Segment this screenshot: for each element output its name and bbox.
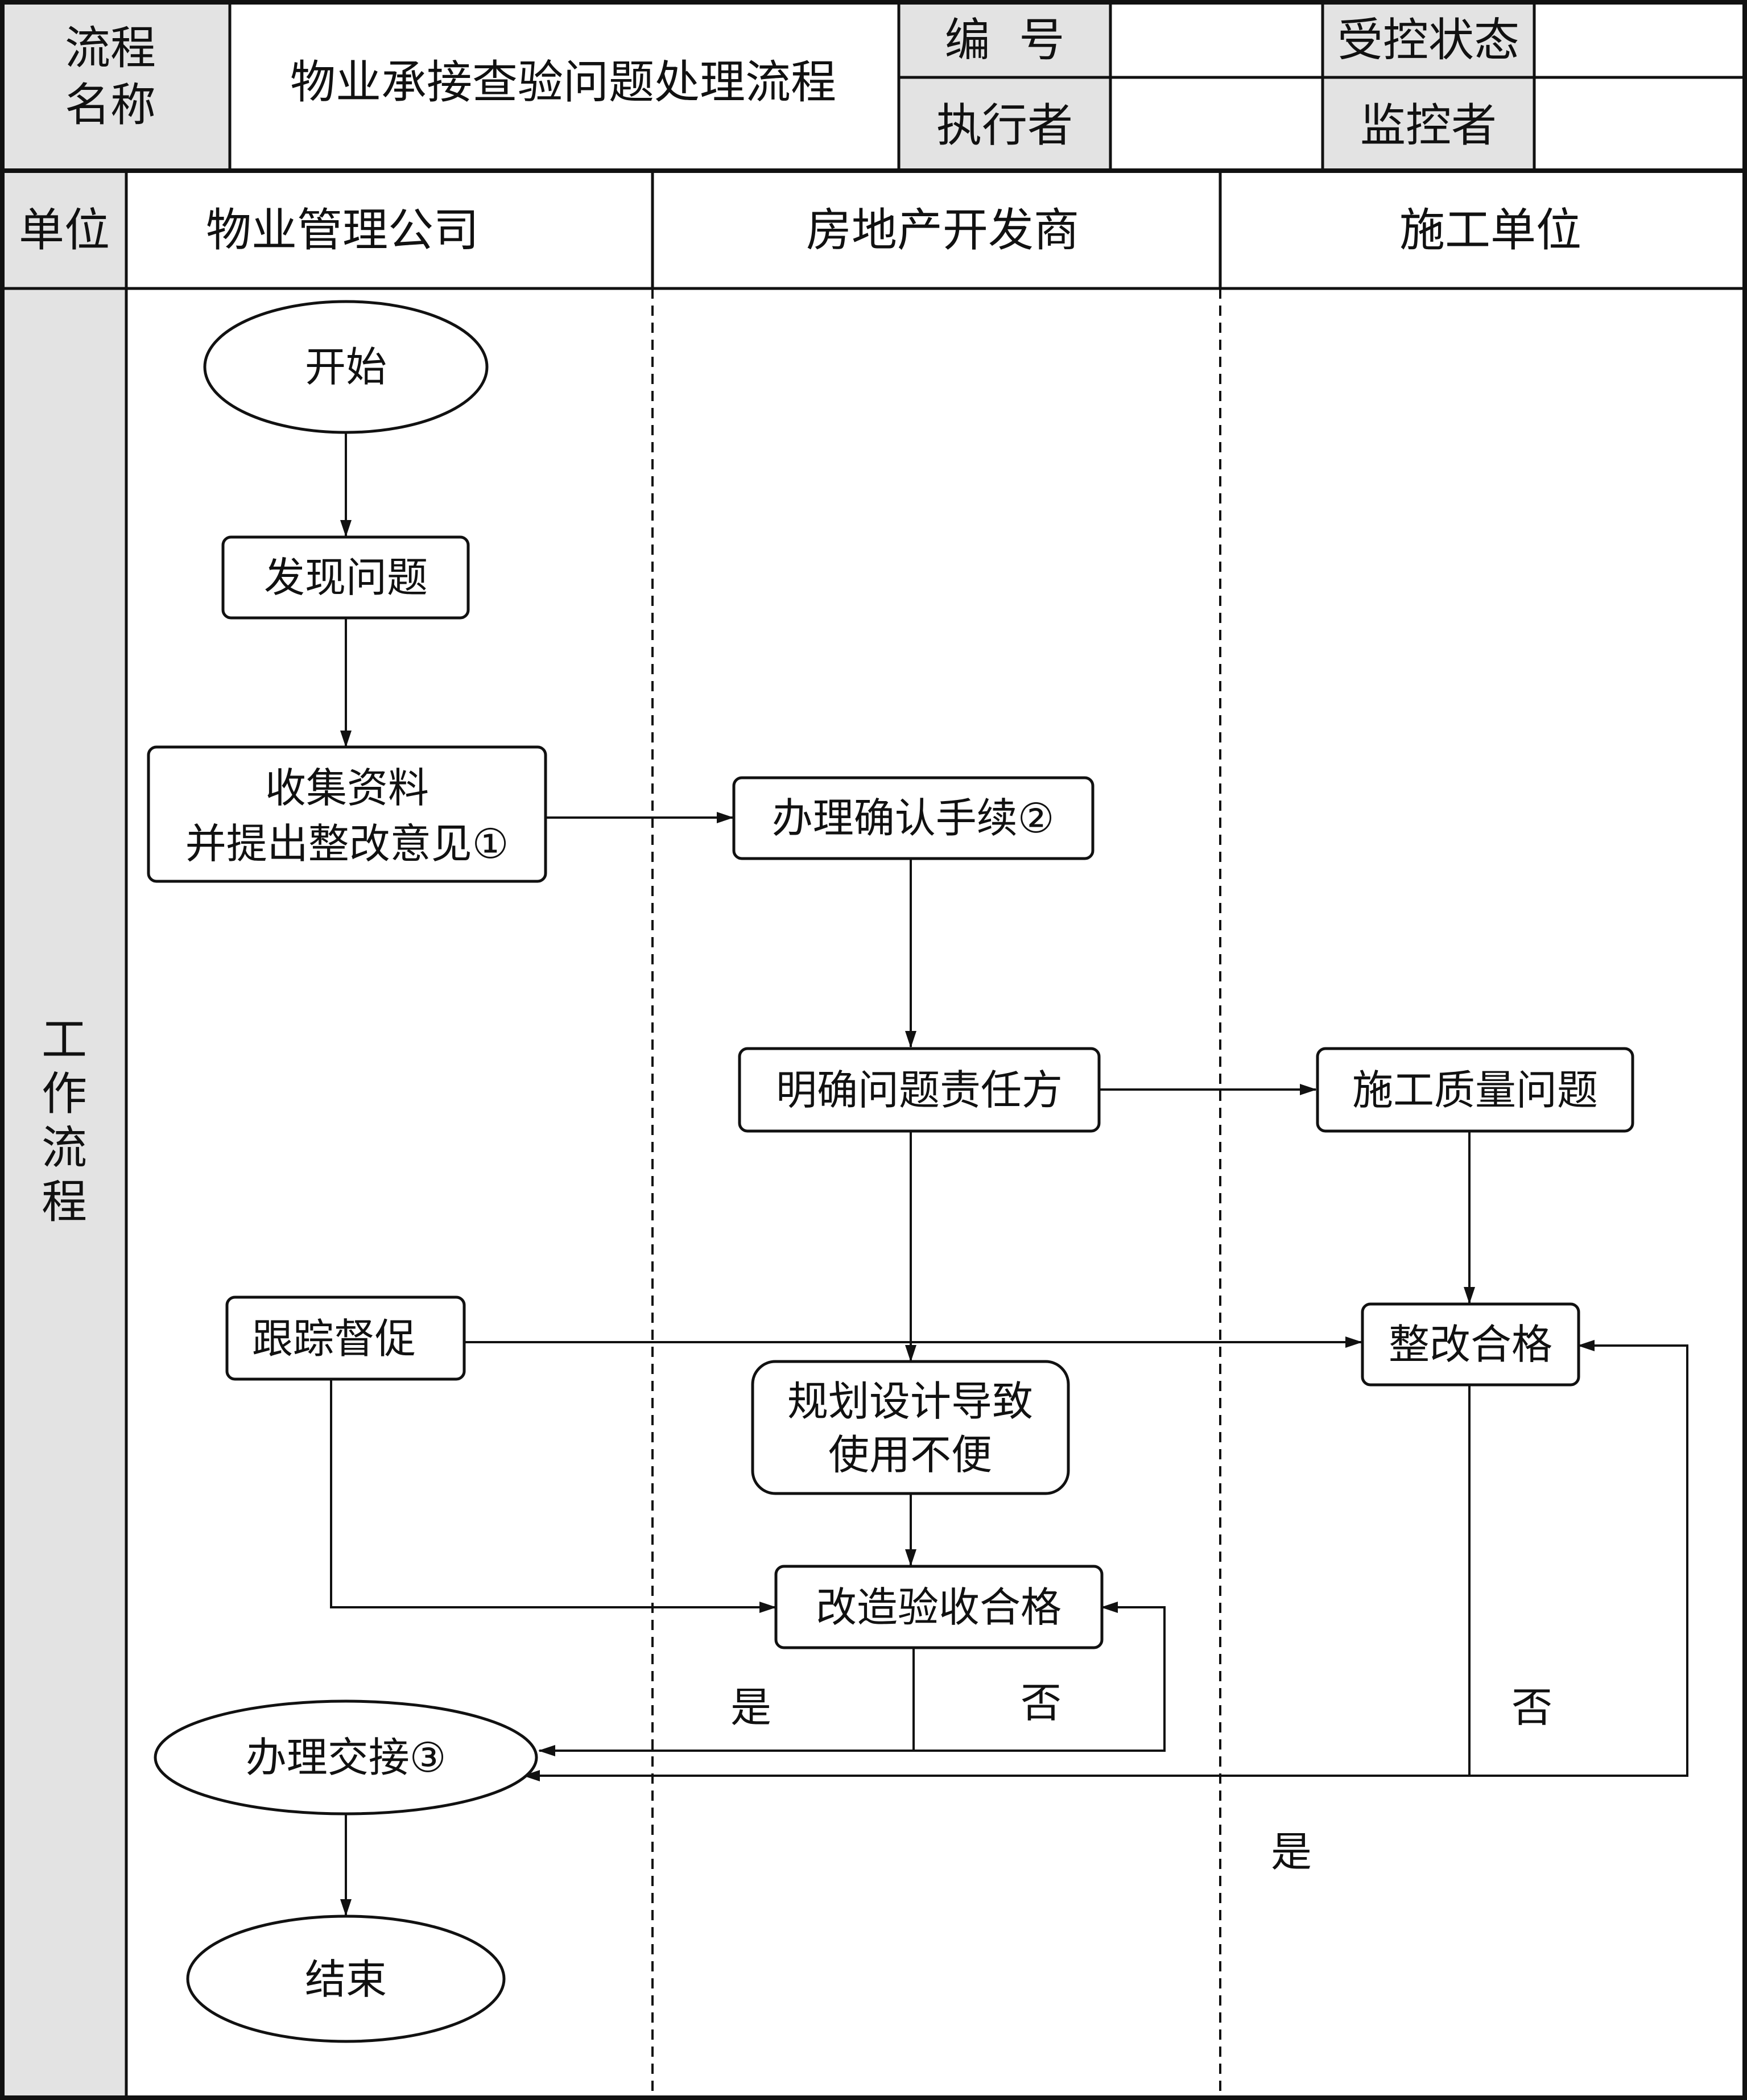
design-label-line1: 规划设计导致 [787, 1377, 1033, 1425]
edge-label-no-middle: 否 [1021, 1679, 1062, 1727]
workflow-label-char-4: 程 [42, 1175, 87, 1228]
flow-node-handover: 办理交接③ [154, 1699, 538, 1816]
edge-label-yes-left: 是 [730, 1684, 771, 1731]
collect-label-line1: 收集资料 [265, 764, 429, 812]
flow-node-find-problem: 发现问题 [221, 535, 470, 620]
number-label: 编 号 [945, 14, 1065, 67]
edge-label-yes-right: 是 [1271, 1828, 1312, 1876]
swimlane-table: 单位 物业管理公司 房地产开发商 施工单位 工 作 流 程 [0, 168, 1747, 2100]
start-label: 开始 [305, 343, 387, 391]
workflow-label-char-2: 作 [42, 1067, 87, 1120]
edge-track-to-renovate [330, 1379, 777, 1613]
flow-node-track-supervise: 跟踪督促 [225, 1296, 466, 1381]
end-label: 结束 [305, 1955, 387, 2003]
rectify-ok-label: 整改合格 [1389, 1321, 1552, 1368]
header-table: 流程 名称 物业承接查验问题处理流程 编 号 执行者 受控状态 监控者 [0, 0, 1747, 173]
flow-node-renovation-accepted: 改造验收合格 [774, 1565, 1104, 1649]
process-name-label-line2: 名称 [65, 79, 156, 131]
executor-label: 执行者 [936, 99, 1073, 152]
construction-issue-label: 施工质量问题 [1352, 1066, 1598, 1114]
flow-node-rectify-qualified: 整改合格 [1361, 1302, 1580, 1387]
track-label: 跟踪督促 [252, 1315, 416, 1363]
unit-label: 单位 [19, 204, 110, 257]
lane-header-property-company: 物业管理公司 [206, 204, 479, 257]
flow-node-design-inconvenience: 规划设计导致 使用不便 [751, 1360, 1070, 1495]
edge-rectify-no-loop [1469, 1340, 1688, 1777]
flow-node-collect-materials: 收集资料 并提出整改意见① [147, 745, 547, 883]
process-name-label-line1: 流程 [65, 22, 156, 75]
lane-header-contractor: 施工单位 [1399, 204, 1581, 257]
lane-header-developer: 房地产开发商 [806, 204, 1079, 257]
flow-node-end: 结束 [186, 1915, 506, 2043]
monitor-label: 监控者 [1360, 99, 1497, 152]
workflow-label-char-1: 工 [42, 1013, 87, 1066]
edge-renovate-no-loop [914, 1602, 1166, 1752]
design-label-line2: 使用不便 [828, 1431, 992, 1479]
flow-node-start: 开始 [203, 300, 489, 434]
control-status-label: 受控状态 [1337, 14, 1519, 67]
edge-label-no-right: 否 [1511, 1684, 1552, 1731]
flow-node-construction-quality: 施工质量问题 [1316, 1047, 1634, 1133]
renovate-ok-label: 改造验收合格 [816, 1583, 1062, 1631]
confirm-label: 办理确认手续② [772, 794, 1055, 842]
find-problem-label: 发现问题 [264, 554, 428, 601]
edge-renovate-yes-to-handover [538, 1648, 915, 1756]
flow-node-identify-responsible: 明确问题责任方 [738, 1047, 1101, 1133]
workflow-label-char-3: 流 [42, 1121, 87, 1174]
flow-node-confirm-procedures: 办理确认手续② [732, 776, 1095, 860]
identify-label: 明确问题责任方 [776, 1066, 1063, 1114]
handover-label: 办理交接③ [246, 1734, 447, 1781]
process-name-value: 物业承接查验问题处理流程 [290, 56, 836, 109]
collect-label-line2: 并提出整改意见① [185, 820, 509, 868]
connectors [330, 432, 1688, 1916]
